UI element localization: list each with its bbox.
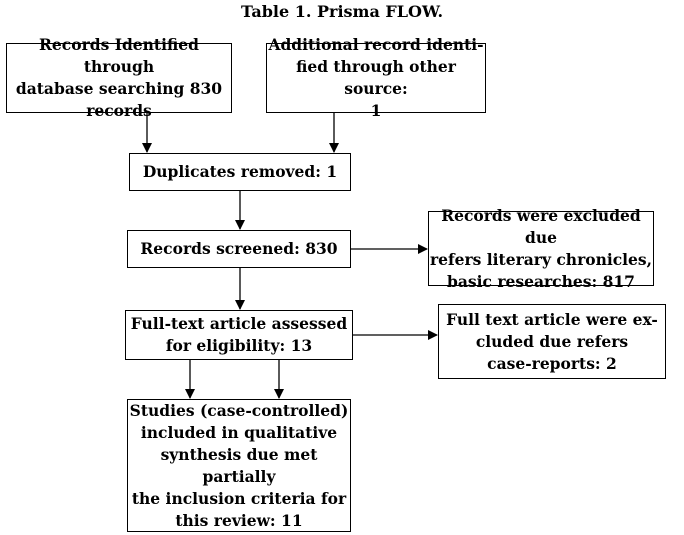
box-excluded-fulltext: Full text article were ex- cluded due re… — [438, 304, 666, 379]
box-studies-included: Studies (case-controlled) included in qu… — [127, 399, 351, 532]
box-duplicates-removed: Duplicates removed: 1 — [129, 153, 351, 191]
box-records-screened: Records screened: 830 — [127, 230, 351, 268]
box-fulltext-assessed: Full-text article assessed for eligibili… — [125, 310, 353, 360]
box-excluded-screening: Records were excluded due refers literar… — [428, 205, 654, 291]
diagram-title: Table 1. Prisma FLOW. — [240, 2, 444, 21]
